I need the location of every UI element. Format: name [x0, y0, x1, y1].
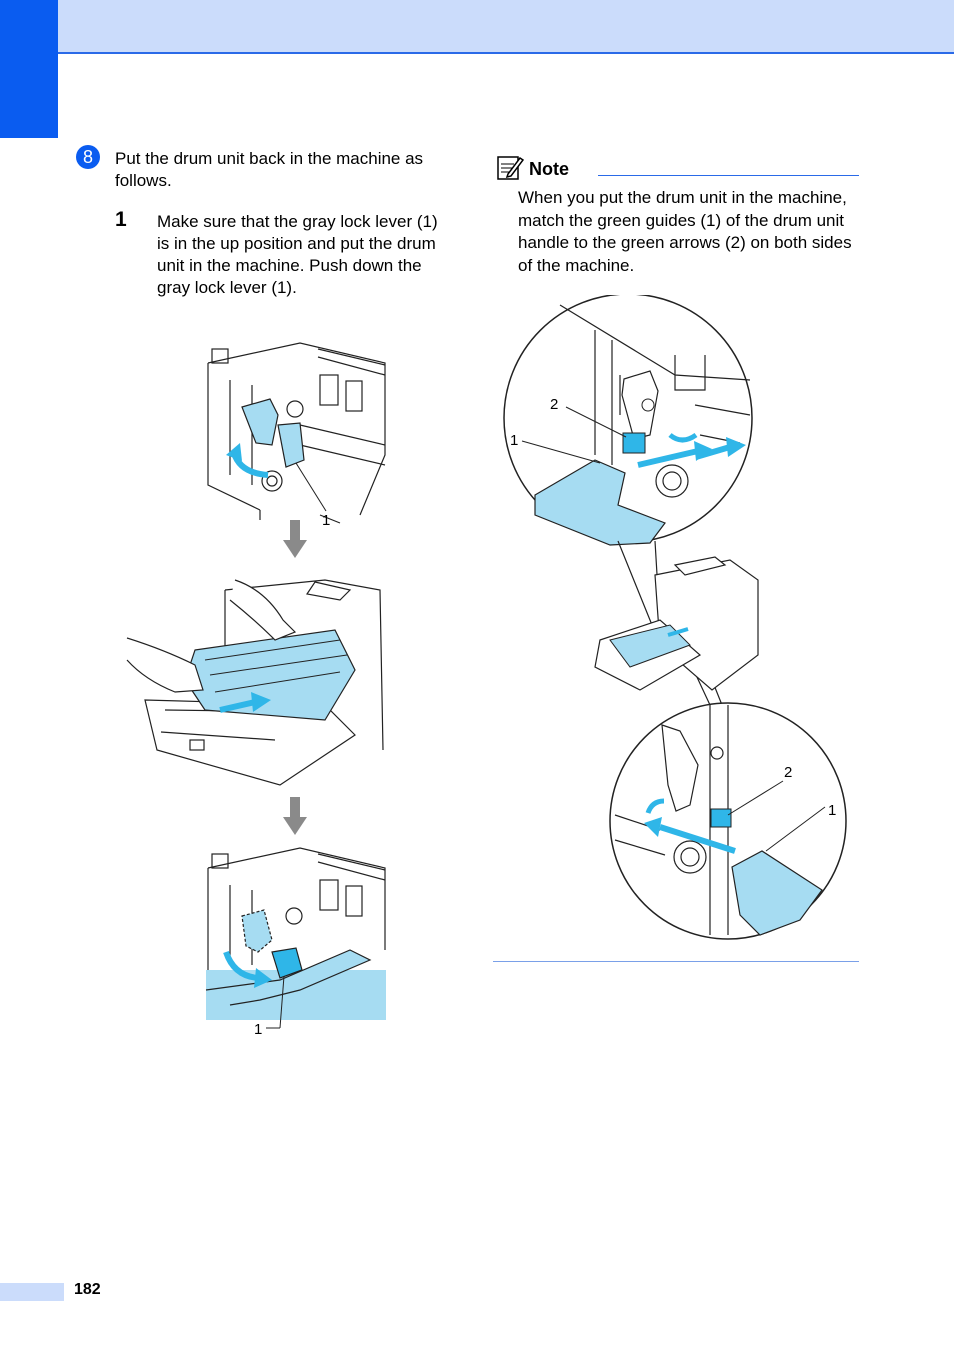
arrow-down-icon — [283, 797, 307, 835]
chapter-tab — [0, 0, 58, 138]
zoom-bottom-callout-1: 1 — [828, 802, 836, 819]
footer-bar — [0, 1283, 64, 1301]
note-text: When you put the drum unit in the machin… — [518, 188, 852, 275]
substep-number: 1 — [115, 208, 127, 231]
note-end-rule — [493, 961, 859, 962]
arrow-down-icon — [283, 520, 307, 558]
step-number-badge: 8 — [76, 145, 100, 169]
note-pencil-icon — [497, 156, 524, 180]
note-title: Note — [529, 159, 569, 179]
zoom-top-callout-1: 1 — [510, 432, 518, 449]
illustration-insert-drum — [126, 579, 384, 786]
illustration-green-guides: 2 1 2 1 — [503, 295, 847, 940]
zoom-bottom-callout-2: 2 — [784, 764, 792, 781]
illustration-lever-down: 1 — [205, 847, 386, 1038]
fig3-callout-1: 1 — [254, 1021, 262, 1038]
note-title-rule — [598, 175, 859, 176]
page-number: 182 — [74, 1281, 101, 1298]
zoom-top-callout-2: 2 — [550, 396, 558, 413]
step-instruction: Put the drum unit back in the machine as… — [115, 149, 424, 190]
fig1-callout-1: 1 — [322, 512, 330, 525]
header-bar — [0, 0, 954, 54]
illustration-lever-up: 1 — [207, 342, 386, 525]
substep-instruction: Make sure that the gray lock lever (1) i… — [157, 212, 438, 297]
